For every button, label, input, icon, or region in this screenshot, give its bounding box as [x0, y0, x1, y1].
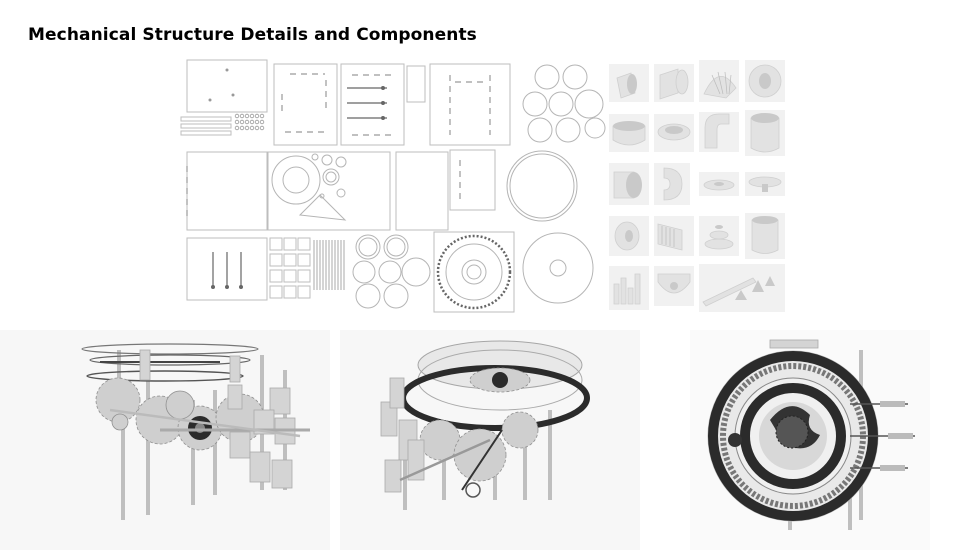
assembly-left	[0, 330, 330, 550]
assembly-right	[690, 330, 930, 550]
gear-outline-group	[271, 153, 347, 221]
component-tiles	[609, 60, 785, 312]
flat-sheet	[395, 151, 449, 231]
flat-strips	[180, 113, 265, 136]
ring-outline	[506, 150, 578, 222]
dial-gear-outline	[436, 234, 512, 310]
flat-sheet	[186, 151, 268, 231]
flat-sheet	[406, 65, 426, 103]
flat-sheet	[433, 231, 515, 313]
flat-sheet	[429, 63, 511, 146]
flat-sheet	[273, 63, 338, 146]
page-title: Mechanical Structure Details and Compone…	[28, 25, 477, 45]
flat-sheets-group	[180, 59, 606, 313]
gear-blank-cluster	[522, 64, 606, 143]
comb-strips	[313, 240, 345, 290]
disk-outline	[522, 232, 594, 304]
assembly-middle	[340, 330, 640, 550]
gear-disk-cluster	[352, 234, 431, 309]
flat-sheet	[449, 149, 496, 211]
slotted-grid	[269, 237, 311, 299]
flat-sheet	[186, 59, 268, 113]
flat-sheet	[340, 63, 405, 146]
